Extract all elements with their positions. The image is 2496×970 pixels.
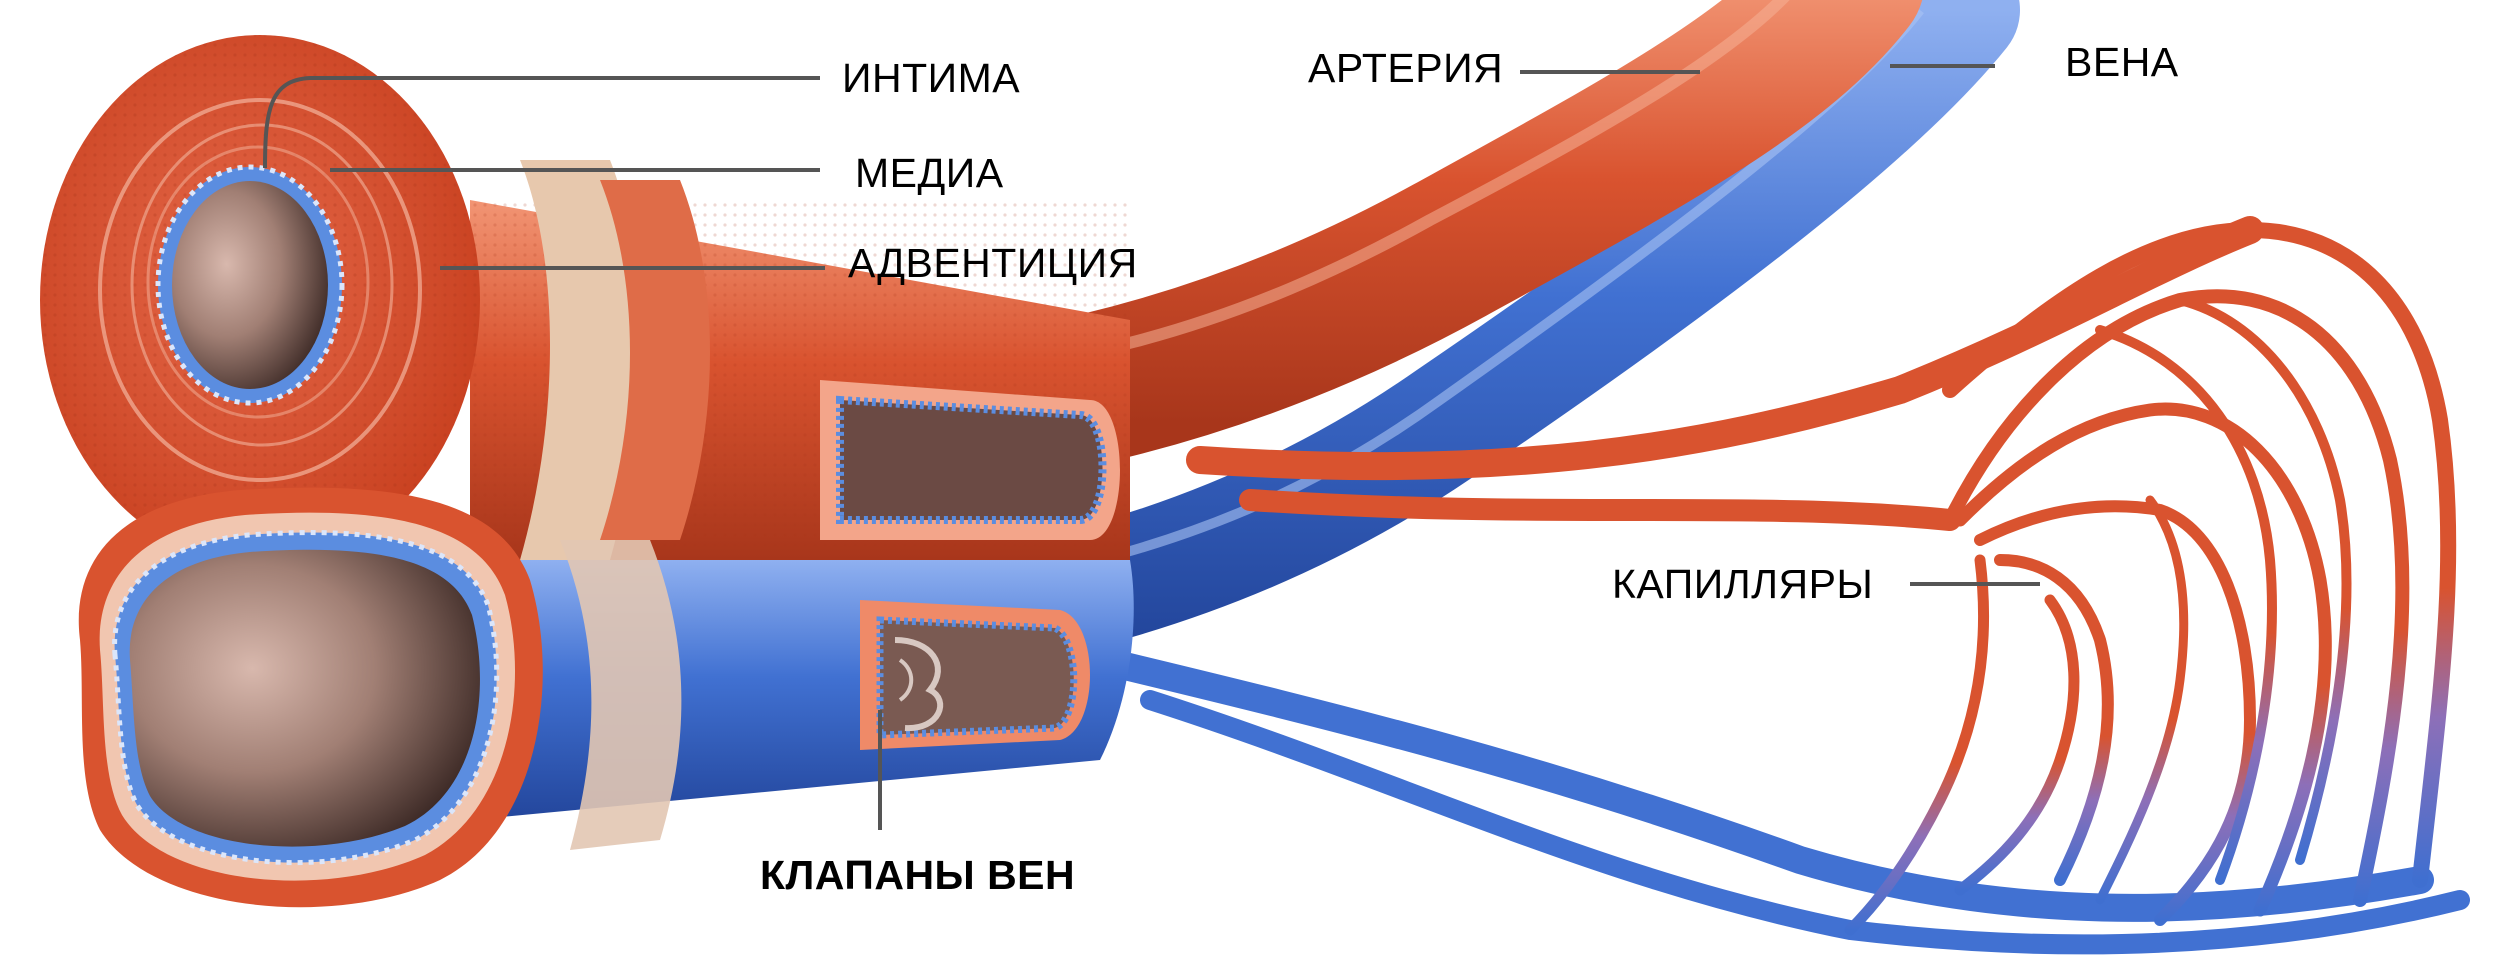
venule	[1100, 660, 2460, 944]
artery-cross-section	[40, 35, 480, 565]
vein-cut-section	[470, 540, 1134, 850]
label-intima: ИНТИМА	[842, 58, 1020, 99]
label-adventitia: АДВЕНТИЦИЯ	[848, 243, 1138, 284]
label-vein-valves: КЛАПАНЫ ВЕН	[760, 855, 1075, 896]
label-media: МЕДИА	[855, 153, 1004, 194]
label-vein: ВЕНА	[2065, 42, 2179, 83]
vein-cross-section	[79, 488, 543, 908]
label-capillaries: КАПИЛЛЯРЫ	[1612, 564, 1873, 605]
label-artery: АРТЕРИЯ	[1300, 44, 1511, 93]
artery-cut-section	[470, 160, 1130, 560]
capillary-network	[1850, 230, 2448, 930]
